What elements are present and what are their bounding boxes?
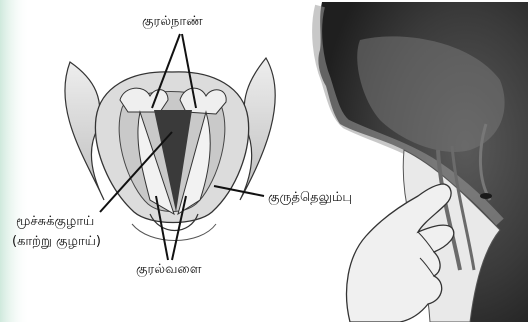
label-vocal-cords: குரல்நாண் bbox=[142, 14, 203, 29]
label-thyroid-cartilage: குருத்தெலும்பு bbox=[268, 190, 352, 205]
label-larynx: குரல்வளை bbox=[136, 262, 201, 277]
left-margin-tint bbox=[0, 0, 30, 322]
adams-apple-mark bbox=[480, 193, 492, 199]
left-arytenoid bbox=[120, 88, 168, 112]
label-trachea: மூச்சுக்குழாய் bbox=[16, 214, 94, 229]
label-trachea-subtitle: (காற்று குழாய்) bbox=[12, 234, 101, 249]
larynx-illustration bbox=[65, 58, 275, 241]
head-profile-illustration bbox=[317, 2, 528, 322]
trachea-edge-outer bbox=[132, 224, 216, 241]
